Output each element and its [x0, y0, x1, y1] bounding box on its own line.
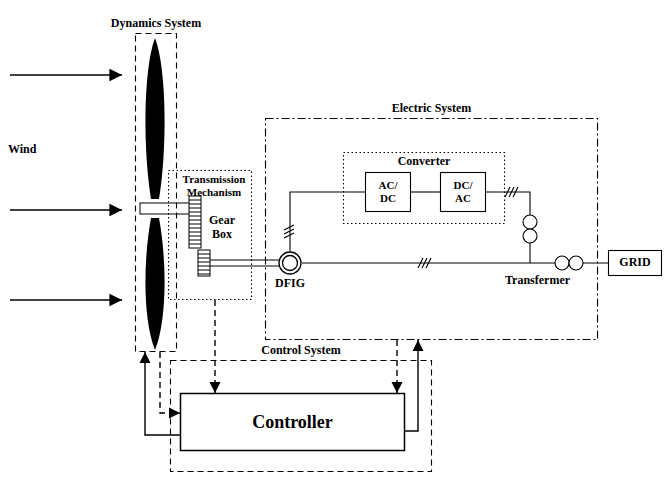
power-wire — [411, 191, 440, 192]
ac-dc-box: AC/ DC — [365, 172, 411, 212]
gear-box-label: Gear Box — [206, 214, 238, 242]
rotor-blades — [145, 38, 164, 350]
grid-box: GRID — [608, 250, 662, 276]
node-label: DFIG — [275, 277, 305, 291]
box-outline — [265, 118, 598, 340]
node-label: GRID — [619, 256, 650, 270]
node-label: Control System — [261, 344, 340, 358]
main-shaft — [140, 203, 190, 214]
node-label: Dynamics System — [111, 17, 201, 31]
node-label: AC/ DC — [376, 179, 400, 204]
converter-box: ConverterAC/ DC DC/ AC — [343, 152, 505, 224]
dc-ac-box: DC/ AC — [440, 172, 486, 212]
electric-system-box: Electric SystemConverterAC/ DCDC/ ACDFIG — [265, 118, 598, 340]
wind-arrows — [10, 75, 122, 300]
node-label: DC/ AC — [451, 179, 475, 204]
control-arrow — [145, 352, 180, 435]
dfig-generator: DFIG — [278, 251, 302, 275]
signal-arrow — [214, 300, 215, 393]
node-label: Transmission Mechanism — [179, 173, 249, 198]
box-outline — [135, 33, 177, 352]
generator-symbol — [278, 251, 302, 275]
controller-box: Controller — [180, 393, 405, 451]
dynamics-system-box: Dynamics System — [135, 33, 177, 352]
wind-label: Wind — [8, 143, 36, 157]
converter-output-wire — [284, 187, 530, 268]
control-system-box: Control SystemController — [170, 360, 432, 472]
node-label: Controller — [252, 412, 333, 433]
power-wire — [290, 192, 365, 251]
signal-arrow — [396, 340, 397, 393]
node-label: Electric System — [392, 102, 472, 116]
transmission-box: Transmission Mechanism — [168, 170, 252, 300]
control-arrow — [405, 340, 418, 431]
transformer-label: Transfermer — [505, 274, 570, 288]
node-label: Converter — [398, 155, 451, 169]
